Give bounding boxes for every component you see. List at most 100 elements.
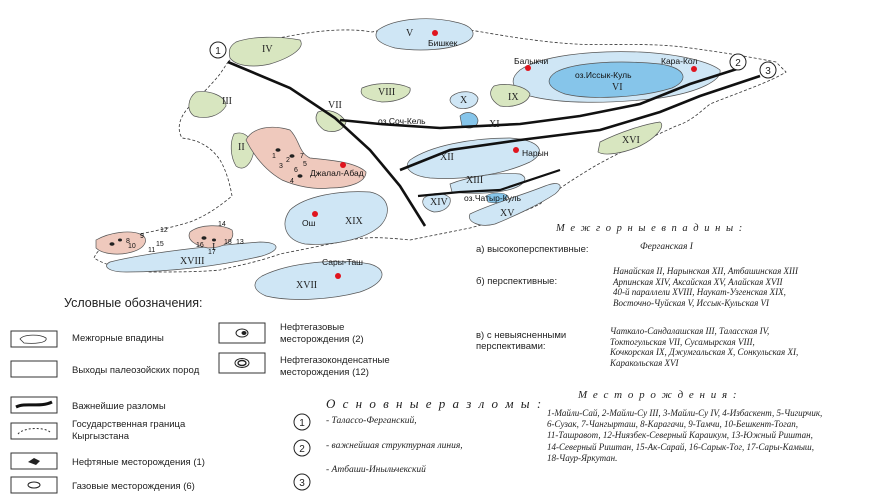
- label-x: X: [460, 95, 468, 106]
- fault-num-text: 2: [299, 444, 305, 455]
- lake-issykkul: [548, 61, 684, 98]
- legend-swatch-oil: [10, 452, 58, 470]
- fault-num-text: 3: [299, 478, 305, 489]
- basins-high-label: а) высокоперспективные:: [476, 244, 589, 255]
- legend-label-condensate: Нефтегазоконденсатные месторождения: [280, 355, 390, 378]
- field-number-2: 2: [286, 157, 290, 164]
- legend-swatch-paleozoic: [10, 360, 58, 378]
- legend-swatch-oilgas: [218, 322, 266, 344]
- city-dot-balykchy: [525, 65, 531, 71]
- field-number-7: 7: [300, 153, 304, 160]
- basins-unclear-line: Каракольская XVI: [610, 357, 679, 368]
- basin-i-south2: [188, 225, 234, 249]
- field-number-5: 5: [303, 161, 307, 168]
- legend-swatch-gas: [10, 476, 58, 494]
- city-label-jalalabad: Джалал-Абад: [310, 168, 364, 178]
- basins-prospective-line: 40-й параллели XVIII, Наукат-Узгенская X…: [613, 287, 786, 298]
- fault-marker-2: 2: [729, 53, 747, 71]
- fields-list: 1-Майли-Сай, 2-Майли-Су III, 3-Майли-Су …: [547, 408, 822, 464]
- field-number-17: 17: [208, 249, 216, 256]
- fields-title: М е с т о р о ж д е н и я :: [578, 389, 739, 401]
- legend-item-gas: Газовые месторождения (6): [72, 481, 195, 493]
- field-number-12: 12: [160, 227, 168, 234]
- basin-xvi: [597, 121, 663, 155]
- fault-2: [339, 66, 741, 130]
- basin-xv: [468, 183, 561, 226]
- legend-count-gas: (6): [183, 481, 195, 492]
- fault-marker-text: 1: [215, 46, 221, 57]
- fault-marker-3: 3: [759, 61, 777, 79]
- label-viii: VIII: [378, 87, 395, 98]
- fault-3b: [417, 168, 561, 198]
- city-dot-naryn: [513, 147, 519, 153]
- legend-swatch-border: [10, 422, 58, 440]
- legend-swatch-condensate: [218, 352, 266, 374]
- label-xiii: XIII: [466, 175, 483, 186]
- legend-item-condensate: Нефтегазоконденсатные месторождения (12): [280, 355, 390, 379]
- field-markers: [109, 148, 303, 246]
- city-dot-bishkek: [432, 30, 438, 36]
- basin-vii: [315, 110, 347, 132]
- basin-i-south: [95, 231, 146, 255]
- lake-label-chatyrkul: оз.Чатыр-Куль: [464, 193, 522, 203]
- legend-label-fault: Важнейшие разломы: [72, 401, 166, 412]
- label-ix: IX: [508, 92, 519, 103]
- faults-title: О с н о в н ы е р а з л о м ы :: [326, 396, 544, 411]
- label-ii: II: [238, 142, 245, 153]
- city-label-sarytash: Сары-Таш: [322, 257, 363, 267]
- legend-count-oilgas: (2): [352, 334, 364, 345]
- fault-label-3: - Атбаши-Иныльчекский: [326, 465, 426, 475]
- field-number-6: 6: [294, 167, 298, 174]
- fault-3: [399, 74, 761, 172]
- basin-xii: [406, 137, 540, 179]
- label-i: I: [212, 242, 215, 253]
- city-dot-sarytash: [335, 273, 341, 279]
- label-xii: XII: [440, 152, 454, 163]
- fault-num-text: 1: [299, 418, 305, 429]
- legend-label-oilgas: Нефтегазовые месторождения: [280, 322, 350, 345]
- field-number-16: 16: [196, 242, 204, 249]
- basins-prospective-label: б) перспективные:: [476, 276, 558, 287]
- basin-iv: [228, 36, 302, 67]
- basin-x: [449, 91, 479, 109]
- fields-line: 6-Сузак, 7-Чангырташ, 8-Карагачи, 9-Тамч…: [547, 419, 799, 430]
- basins-high-value: Ферганская I: [640, 242, 693, 252]
- city-label-karakol: Кара-Кол: [661, 56, 697, 66]
- label-iii: III: [222, 96, 232, 107]
- lake-label-sonkul: оз.Соч-Кель: [378, 116, 426, 126]
- label-xiv: XIV: [430, 197, 449, 208]
- fault-num-2: 2: [293, 439, 311, 457]
- basins-prospective-line: Нанайская II, Нарынская XII, Атбашинская…: [613, 266, 799, 276]
- fault-1: [227, 60, 427, 227]
- legend-swatch-fault: [10, 396, 58, 414]
- fault-marker-text: 2: [735, 58, 741, 69]
- basins-unclear-label-line2: перспективами:: [476, 341, 546, 352]
- lake-label-issykkul-num: VI: [612, 82, 623, 93]
- basin-viii: [360, 83, 411, 103]
- city-dot-karakol: [691, 66, 697, 72]
- field-number-9: 9: [140, 233, 144, 240]
- basins-title: М е ж г о р н ы е в п а д и н ы :: [556, 223, 744, 234]
- legend-swatch-basin: [10, 330, 58, 348]
- city-label-osh: Ош: [302, 218, 316, 228]
- city-dot-osh: [312, 211, 318, 217]
- fault-marker-1: 1: [209, 41, 227, 59]
- legend-item-oilgas: Нефтегазовые месторождения (2): [280, 322, 400, 346]
- legend-item-oil: Нефтяные месторождения (1): [72, 457, 205, 469]
- basins-unclear-line: Токтогульская VII, Сусамырская VIII,: [610, 336, 755, 347]
- field-number-1: 1: [272, 153, 276, 160]
- basins-prospective-line: Арпинская XIV, Аксайская XV, Алайская XV…: [613, 276, 783, 287]
- field-number-11: 11: [148, 247, 155, 254]
- label-vii: VII: [328, 100, 342, 111]
- fault-marker-text: 3: [765, 66, 771, 77]
- basin-v: [375, 18, 474, 51]
- lake-label-issykkul: оз.Иссык-Куль: [575, 70, 632, 80]
- label-xvi: XVI: [622, 135, 640, 146]
- legend-count-oil: (1): [193, 457, 205, 468]
- basin-ix: [490, 84, 531, 107]
- city-dot-jalalabad: [340, 162, 346, 168]
- fields-line: 1-Майли-Сай, 2-Майли-Су III, 3-Майли-Су …: [547, 408, 823, 418]
- basins-unclear-line: Чаткало-Сандалашская III, Таласская IV,: [610, 326, 770, 336]
- legend-label-basin: Межгорные впадины: [72, 333, 164, 344]
